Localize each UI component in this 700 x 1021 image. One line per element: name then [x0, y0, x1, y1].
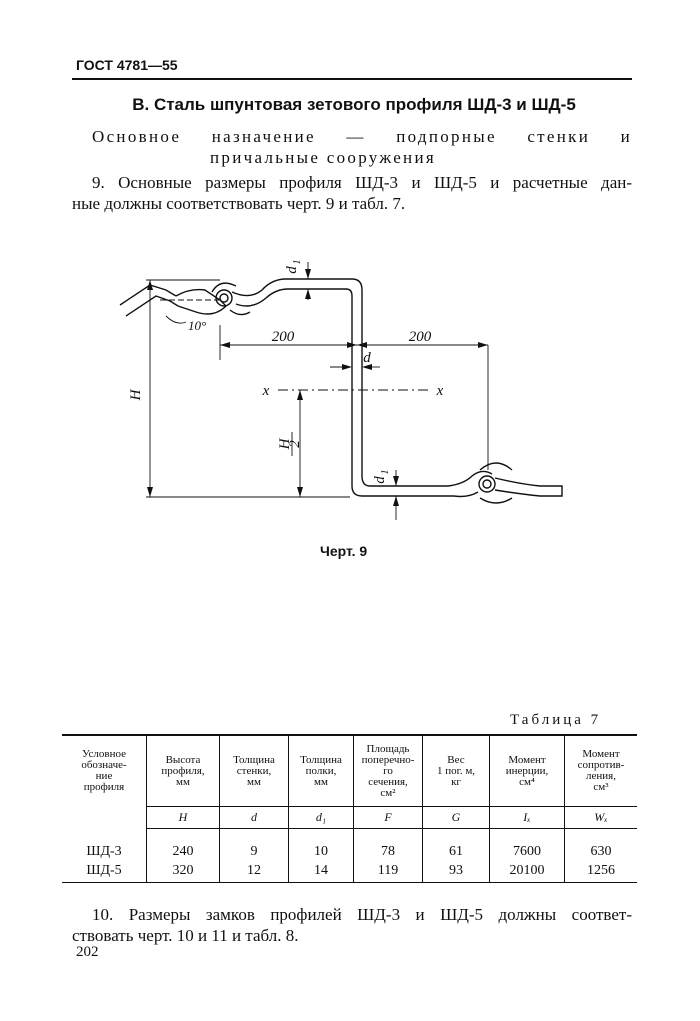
symbol-cell: F: [353, 806, 423, 829]
dim-H-half-numerator: H: [277, 437, 293, 450]
table-cell: 630: [564, 828, 637, 860]
dim-H-half-denominator: 2: [287, 440, 303, 448]
table-cell: 93: [422, 860, 490, 883]
dim-d1-bottom-label: d: [372, 476, 388, 484]
table-cell: 12: [219, 860, 289, 883]
paragraph-10-line-2: ствовать черт. 10 и 11 и табл. 8.: [72, 926, 299, 945]
table-cell: 119: [353, 860, 423, 883]
paragraph-10: 10. Размеры замков профилей ШД-3 и ШД-5 …: [72, 904, 632, 946]
table-cell: ШД-5: [86, 863, 122, 878]
table-cell: 320: [146, 860, 220, 883]
table-cell: 78: [353, 828, 423, 860]
page-number: 202: [76, 944, 99, 960]
symbol-cell: G: [422, 806, 490, 829]
purpose-word: подпорные: [396, 127, 497, 146]
purpose-word: назначение: [211, 127, 316, 146]
purpose-statement: Основное назначение — подпорные стенки и…: [92, 126, 632, 168]
purpose-line-2: причальные сооружения: [210, 148, 436, 167]
paragraph-9-line-1: 9. Основные размеры профиля ШД-3 и ШД-5 …: [92, 173, 632, 192]
table-cell: 14: [288, 860, 354, 883]
document-header: ГОСТ 4781—55: [76, 57, 178, 73]
symbol-cell: Wₓ: [564, 806, 637, 829]
symbol-cell: d: [219, 806, 289, 829]
table-title: Таблица 7: [510, 712, 602, 728]
dim-d-label: d: [363, 350, 371, 366]
paragraph-9-line-2: ные должны соответствовать черт. 9 и таб…: [72, 194, 406, 213]
purpose-word: Основное: [92, 127, 182, 146]
table-cell: 240: [146, 828, 220, 860]
figure-caption: Черт. 9: [320, 543, 368, 559]
table-cell: 20100: [489, 860, 565, 883]
table-cell: ШД-3: [86, 844, 122, 859]
dim-200-right: 200: [409, 329, 432, 345]
table-cell: 61: [422, 828, 490, 860]
axis-x-right: x: [436, 383, 444, 399]
profile-drawing: H H 2 200 200 d d 1 d 1 10° x x: [119, 260, 563, 520]
purpose-line-1: Основное назначение — подпорные стенки и: [92, 126, 632, 147]
purpose-word: и: [620, 127, 632, 146]
table-row: ШД-5 320 12 14 119 93 20100 1256: [62, 860, 637, 883]
symbol-cell: d₁: [288, 806, 354, 829]
dim-d1-bottom-sub: 1: [380, 470, 391, 475]
angle-label: 10°: [188, 318, 206, 333]
symbol-cell: H: [146, 806, 220, 829]
axis-x-left: x: [262, 383, 270, 399]
table-cell: 1256: [564, 860, 637, 883]
purpose-word: стенки: [527, 127, 591, 146]
dim-d1-top-label: d: [284, 266, 300, 274]
paragraph-9: 9. Основные размеры профиля ШД-3 и ШД-5 …: [72, 172, 632, 214]
table-cell: 9: [219, 828, 289, 860]
dim-H-label: H: [128, 388, 144, 401]
table-cell: 10: [288, 828, 354, 860]
table-cell: 7600: [489, 828, 565, 860]
section-title: В. Сталь шпунтовая зетового профиля ШД-3…: [132, 95, 576, 114]
header-rule: [72, 78, 632, 80]
table-symbol-row: H d d₁ F G Iₓ Wₓ: [62, 806, 637, 829]
symbol-cell: [62, 807, 147, 829]
paragraph-10-line-1: 10. Размеры замков профилей ШД-3 и ШД-5 …: [92, 905, 632, 924]
dim-200-left: 200: [272, 329, 295, 345]
table-row: ШД-3 240 9 10 78 61 7600 630: [62, 828, 637, 860]
symbol-cell: Iₓ: [489, 806, 565, 829]
dim-d1-top-sub: 1: [292, 260, 303, 265]
purpose-word: —: [346, 127, 366, 146]
